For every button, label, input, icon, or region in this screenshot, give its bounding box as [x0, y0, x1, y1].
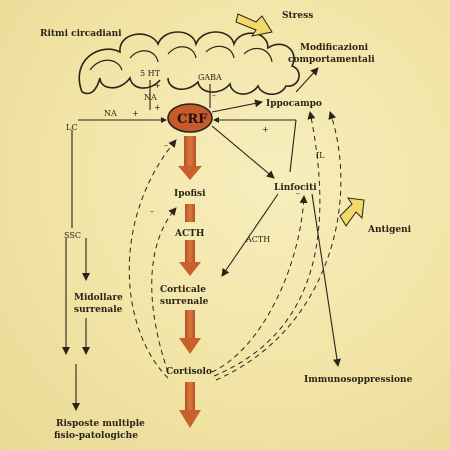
sign-minus-linfo: –	[296, 189, 300, 198]
label-ssc: SSC	[64, 231, 81, 240]
crf-node	[167, 103, 213, 133]
sign-plus-5ht: +	[154, 81, 161, 90]
label-ritmi: Ritmi circadiani	[40, 29, 122, 39]
sign-minus-gaba: –	[212, 91, 216, 100]
label-il: IL	[316, 151, 325, 160]
label-modificazioni-2: comportamentali	[288, 55, 375, 65]
main-cascade-arrows	[178, 136, 202, 428]
label-risposte-1: Risposte multiple	[56, 419, 145, 429]
dashed-feedback	[128, 111, 342, 381]
label-5ht: 5 HT	[140, 69, 161, 78]
label-cortisolo: Cortisolo	[166, 367, 212, 377]
label-immuno: Immunosoppressione	[304, 375, 413, 385]
label-risposte-2: fisio-patologiche	[54, 431, 138, 441]
label-midollare-2: surrenale	[74, 305, 123, 315]
label-crf: CRF	[177, 112, 208, 127]
sign-minus-cortisolo: –	[150, 207, 154, 216]
label-antigeni: Antigeni	[367, 225, 412, 235]
label-na-small: NA	[144, 93, 157, 102]
label-gaba: GABA	[198, 73, 222, 82]
circadian-wave-inner	[89, 45, 273, 71]
circadian-wave	[78, 31, 300, 96]
sign-plus-lc: +	[132, 109, 139, 118]
sign-minus-ipofisi: –	[164, 141, 168, 150]
label-acth-center: ACTH	[174, 229, 205, 239]
sign-plus-il: +	[262, 125, 269, 134]
label-na-left: NA	[104, 109, 117, 118]
label-corticale-2: surrenale	[160, 297, 209, 307]
label-linfociti: Linfociti	[274, 183, 317, 193]
stress-arrow-icon	[235, 13, 273, 37]
sign-plus-na: +	[154, 103, 161, 112]
label-midollare-1: Midollare	[74, 293, 123, 303]
label-ipofisi: Ipofisi	[174, 189, 206, 199]
solid-connectors	[62, 67, 341, 411]
antigeni-arrow-icon	[339, 197, 365, 227]
label-acth-side: ACTH	[245, 235, 270, 244]
label-lc: LC	[66, 123, 77, 132]
label-corticale-1: Corticale	[160, 285, 206, 295]
label-stress: Stress	[282, 11, 313, 21]
label-modificazioni-1: Modificazioni	[300, 43, 369, 53]
label-ippocampo: Ippocampo	[266, 99, 322, 109]
